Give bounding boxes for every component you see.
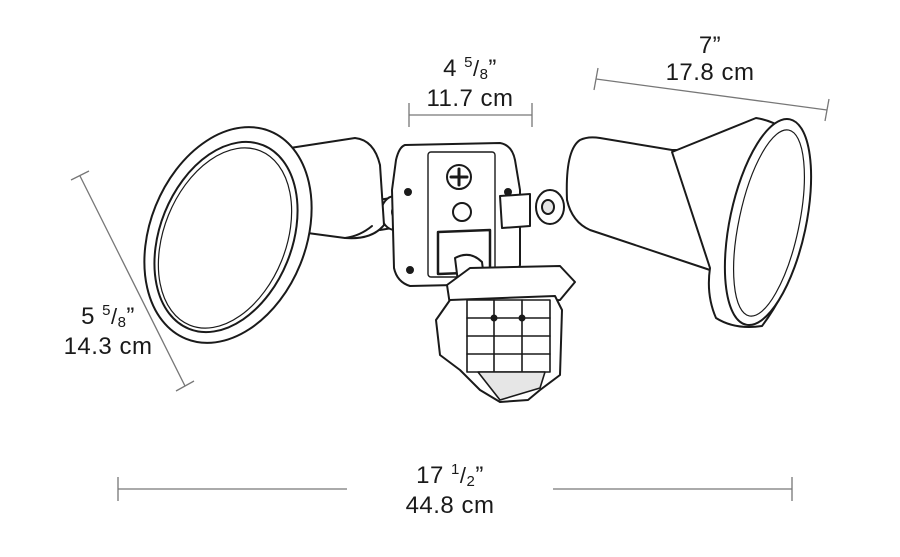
- dim-metric-left: 14.3 cm: [63, 333, 153, 360]
- dim-label-bottom: 17 1/2” 44.8 cm: [380, 461, 520, 519]
- dim-metric-bottom: 44.8 cm: [405, 492, 495, 519]
- junction-box: [391, 142, 521, 287]
- dimension-lines: [70, 67, 830, 501]
- dim-line-top-right: [595, 78, 828, 111]
- motion-sensor: [435, 253, 576, 403]
- dim-label-top-right: 7” 17.8 cm: [640, 32, 780, 86]
- dim-line-left: [79, 175, 186, 387]
- dim-label-top-center: 4 5/8” 11.7 cm: [400, 54, 540, 112]
- right-lamp: [499, 117, 813, 328]
- dim-metric-top-right: 17.8 cm: [665, 59, 755, 86]
- dim-label-left: 5 5/8” 14.3 cm: [38, 302, 178, 360]
- left-lamp: [143, 126, 410, 344]
- dim-metric-top-center: 11.7 cm: [426, 85, 514, 112]
